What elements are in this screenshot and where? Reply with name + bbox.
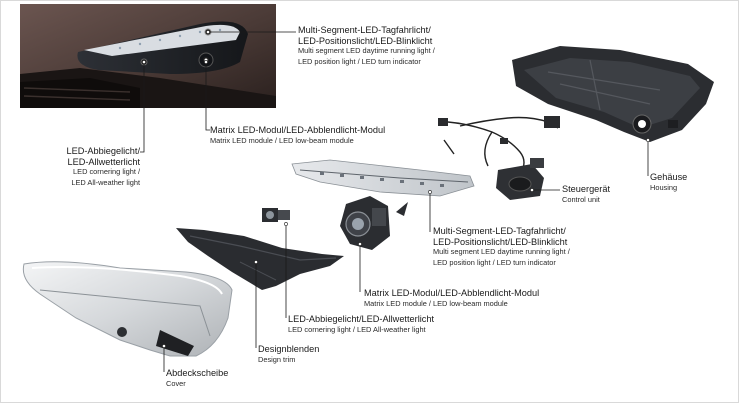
label-left-cornering-en-2: LED All-weather light <box>71 177 140 187</box>
label-mid-matrix-de: Matrix LED-Modul/LED-Abblendlicht-Modul <box>364 288 540 298</box>
label-housing-en: Housing <box>650 182 678 192</box>
label-mid-matrix: Matrix LED-Modul/LED-Abblendlicht-Modul … <box>364 288 539 309</box>
car-front-photo <box>20 4 276 108</box>
label-housing-de: Gehäuse <box>650 172 688 182</box>
housing-part <box>512 46 714 142</box>
control-unit-part <box>496 158 544 200</box>
label-design-trim-en: Design trim <box>258 354 296 364</box>
label-left-cornering: LED-Abbiegelicht/ LED-Allwetterlicht LED… <box>66 146 140 188</box>
label-design-trim-de: Designblenden <box>258 344 320 354</box>
label-left-cornering-de-2: LED-Allwetterlicht <box>67 156 141 167</box>
label-bottom-cornering-en: LED cornering light / LED All-weather li… <box>288 324 426 334</box>
leader-lines <box>140 31 649 372</box>
label-control-unit-de: Steuergerät <box>562 184 611 194</box>
label-top-drl-en-2: LED position light / LED turn indicator <box>298 56 421 66</box>
design-trim-part <box>176 228 344 290</box>
label-mid-drl-de-1: Multi-Segment-LED-Tagfahrlicht/ <box>433 226 566 236</box>
drl-strip-part <box>291 159 475 197</box>
label-left-cornering-en-1: LED cornering light / <box>73 167 140 176</box>
label-top-matrix-en: Matrix LED module / LED low-beam module <box>210 135 354 145</box>
label-top-matrix: Matrix LED-Modul/LED-Abblendlicht-Modul … <box>210 125 385 146</box>
label-mid-drl-en-1: Multi segment LED daytime running light … <box>433 247 570 256</box>
cover-lens-part <box>22 261 233 357</box>
label-cover-en: Cover <box>166 378 186 388</box>
label-bottom-cornering-de: LED-Abbiegelicht/LED-Allwetterlicht <box>288 314 435 324</box>
label-cover: Abdeckscheibe Cover <box>166 368 228 389</box>
label-mid-drl-en-2: LED position light / LED turn indicator <box>433 257 556 267</box>
label-housing: Gehäuse Housing <box>650 172 687 193</box>
label-control-unit-en: Control unit <box>562 194 600 204</box>
matrix-led-module-part <box>340 196 408 250</box>
label-top-drl-en-1: Multi segment LED daytime running light … <box>298 46 435 55</box>
label-cover-de: Abdeckscheibe <box>166 368 229 378</box>
label-mid-matrix-en: Matrix LED module / LED low-beam module <box>364 298 508 308</box>
label-top-drl: Multi-Segment-LED-Tagfahrlicht/ LED-Posi… <box>298 25 435 67</box>
label-top-drl-de-1: Multi-Segment-LED-Tagfahrlicht/ <box>298 25 431 35</box>
label-design-trim: Designblenden Design trim <box>258 344 319 365</box>
label-top-matrix-de: Matrix LED-Modul/LED-Abblendlicht-Modul <box>210 125 386 135</box>
label-bottom-cornering: LED-Abbiegelicht/LED-Allwetterlicht LED … <box>288 314 434 335</box>
cornering-light-part <box>262 208 290 222</box>
label-mid-drl: Multi-Segment-LED-Tagfahrlicht/ LED-Posi… <box>433 226 570 268</box>
label-left-cornering-de-1: LED-Abbiegelicht/ <box>66 146 140 156</box>
label-mid-drl-de-2: LED-Positionslicht/LED-Blinklicht <box>433 236 568 247</box>
label-control-unit: Steuergerät Control unit <box>562 184 610 205</box>
label-top-drl-de-2: LED-Positionslicht/LED-Blinklicht <box>298 35 433 46</box>
